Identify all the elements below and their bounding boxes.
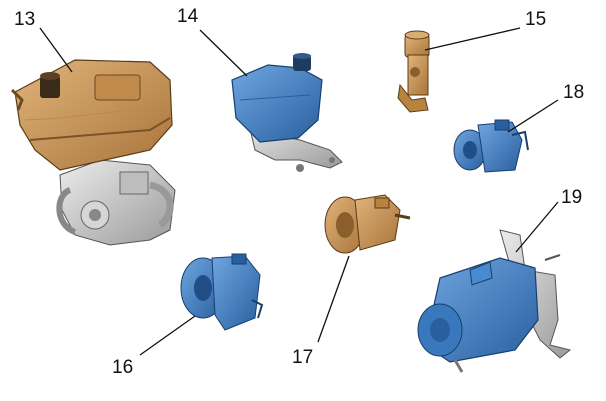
part-13-reservoir-pump-assembly (10, 59, 176, 246)
callout-13: 13 (14, 9, 36, 30)
part-18-pump (453, 119, 529, 173)
leader-lines (39, 27, 559, 356)
part-17-pulley-pump (324, 194, 411, 254)
leader-15 (424, 27, 521, 51)
leader-16 (139, 315, 196, 356)
part-16-pulley-pump (180, 253, 264, 331)
leader-17 (317, 255, 350, 343)
part-15-small-pump (397, 30, 430, 113)
leader-18 (507, 99, 559, 133)
callout-17: 17 (292, 347, 314, 368)
leader-19 (515, 201, 559, 253)
part-14-blue-reservoir-bracket (231, 53, 343, 172)
callout-16: 16 (112, 357, 134, 378)
callout-19: 19 (561, 187, 583, 208)
leader-13 (39, 27, 73, 73)
leader-14 (199, 29, 248, 77)
callout-14: 14 (177, 6, 199, 27)
callout-18: 18 (563, 82, 585, 103)
callout-15: 15 (525, 9, 547, 30)
part-19-electric-pump-bracket (417, 229, 572, 373)
